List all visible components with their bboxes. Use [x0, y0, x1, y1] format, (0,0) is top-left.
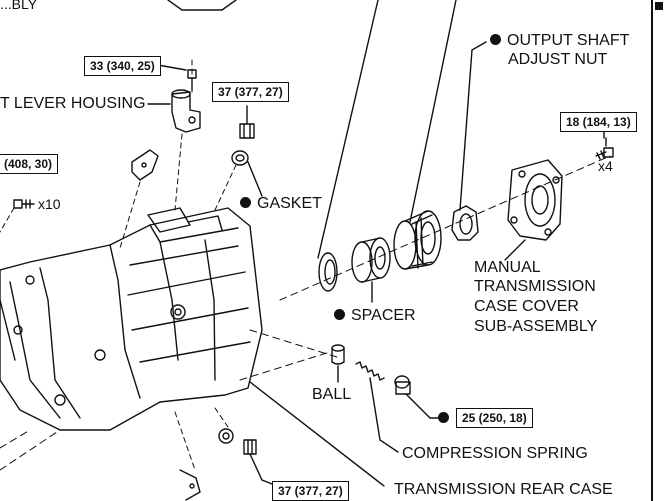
transmission-case: [0, 207, 263, 431]
adjust-nut-part: [451, 205, 479, 241]
bolt-33: [157, 64, 197, 91]
bracket-left: [131, 149, 159, 181]
plug-25: [394, 375, 441, 419]
corner-marker: [655, 2, 663, 10]
rear-case-label: TRANSMISSION REAR CASE: [394, 481, 613, 498]
torque-25-label: [438, 409, 455, 429]
lever-housing-part: [171, 89, 201, 133]
plug-37-top: [239, 105, 255, 139]
new-part-dot-icon: [334, 309, 345, 320]
manual-line2-label: TRANSMISSION: [474, 278, 596, 295]
right-edge-bar: [651, 0, 665, 501]
torque-box: 37 (377, 27): [212, 82, 289, 102]
new-part-dot-icon: [490, 34, 501, 45]
torque-box: 33 (340, 25): [84, 56, 161, 76]
manual-line3-label: CASE COVER: [474, 298, 579, 315]
torque-box: (408, 30): [0, 154, 59, 174]
adjust-nut-label: ADJUST NUT: [508, 51, 608, 68]
ball-label: BALL: [312, 386, 352, 403]
torque-box: 18 (184, 13): [560, 112, 637, 132]
bearing-part: [393, 210, 442, 270]
gasket-label: GASKET: [240, 194, 322, 214]
top-left-fragment-label: ...BLY: [0, 0, 38, 12]
leader-line: [317, 0, 379, 259]
compression-spring-part: [355, 361, 399, 453]
bolt-x10: [13, 199, 35, 209]
ball-part: [331, 344, 345, 383]
oil-seal-ring: [318, 252, 338, 292]
leader-line: [459, 41, 487, 211]
leader-line: [249, 381, 385, 487]
new-part-dot-icon: [240, 197, 251, 208]
spacer-part: [351, 237, 391, 303]
lever-housing-label: T LEVER HOUSING: [0, 95, 146, 112]
gasket-bottom: [218, 428, 234, 444]
gasket-ring: [231, 150, 263, 197]
bracket-bottom: [179, 469, 201, 501]
case-cover-part: [504, 159, 563, 261]
quantity-x10: x10: [38, 196, 61, 212]
new-part-dot-icon: [438, 412, 449, 423]
torque-box: 37 (377, 27): [272, 481, 349, 501]
quantity-x4: x4: [598, 158, 613, 174]
compression-spring-label: COMPRESSION SPRING: [402, 445, 588, 462]
bolt-x4: [595, 137, 614, 160]
output-shaft-label: OUTPUT SHAFT: [490, 31, 629, 51]
torque-box: 25 (250, 18): [456, 408, 533, 428]
leader-line: [409, 0, 457, 223]
emblem-fragment: [167, 0, 237, 11]
manual-line4-label: SUB-ASSEMBLY: [474, 318, 598, 335]
manual-line1-label: MANUAL: [474, 259, 541, 276]
spacer-label: SPACER: [334, 306, 416, 326]
plug-37-bottom: [243, 439, 273, 485]
